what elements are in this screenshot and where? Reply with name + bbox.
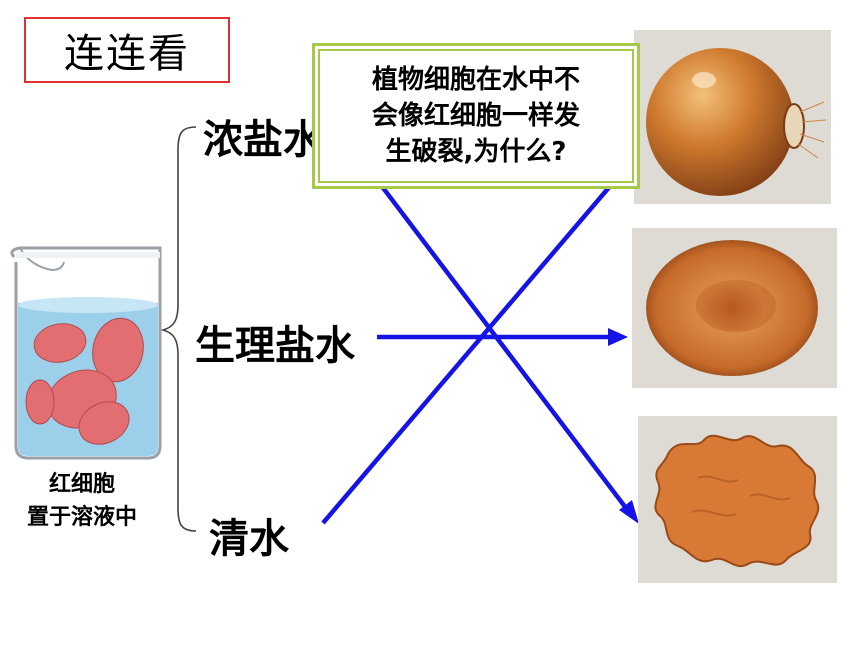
beaker-rim-highlight [16, 252, 160, 258]
cell-center-dip [696, 280, 776, 332]
beaker-spout [19, 247, 65, 272]
beaker [10, 246, 162, 460]
title-box: 连连看 [24, 17, 230, 83]
question-text: 植物细胞在水中不 会像红细胞一样发 生破裂,为什么? [372, 62, 580, 170]
label-concentrated-salt-water: 浓盐水 [203, 117, 323, 163]
swollen-cell-image [634, 30, 831, 204]
curly-brace [159, 126, 197, 532]
cell-highlight [692, 72, 716, 88]
membrane-rupture [783, 103, 805, 149]
arrow-water-to-swollen [321, 176, 619, 525]
connection-arrows [321, 145, 639, 525]
beaker-liquid-surface [18, 297, 158, 313]
question-callout: 植物细胞在水中不 会像红细胞一样发 生破裂,为什么? [312, 43, 640, 189]
page-title: 连连看 [64, 31, 190, 77]
shrunken-cell-image [638, 416, 837, 583]
beaker-caption-line: 红细胞 [48, 472, 115, 497]
normal-cell [646, 240, 818, 376]
arrowhead [619, 500, 639, 524]
red-blood-cell [25, 379, 55, 425]
red-blood-cell [33, 323, 87, 363]
red-blood-cell [78, 401, 130, 445]
cell-wrinkles [691, 475, 791, 517]
swollen-cell [646, 48, 794, 196]
beaker-caption: 红细胞 置于溶液中 [2, 468, 162, 534]
shrunken-cell [654, 434, 820, 567]
beaker-caption-line: 置于溶液中 [26, 505, 137, 530]
question-line: 植物细胞在水中不 [371, 65, 580, 95]
label-physiological-saline: 生理盐水 [195, 323, 355, 369]
question-line: 生破裂,为什么? [385, 137, 567, 167]
beaker-glass [10, 246, 162, 460]
arrowhead [608, 328, 628, 346]
question-line: 会像红细胞一样发 [371, 101, 580, 131]
label-clear-water: 清水 [209, 516, 289, 562]
normal-cell-image [632, 228, 837, 388]
leaking-content [797, 101, 827, 159]
